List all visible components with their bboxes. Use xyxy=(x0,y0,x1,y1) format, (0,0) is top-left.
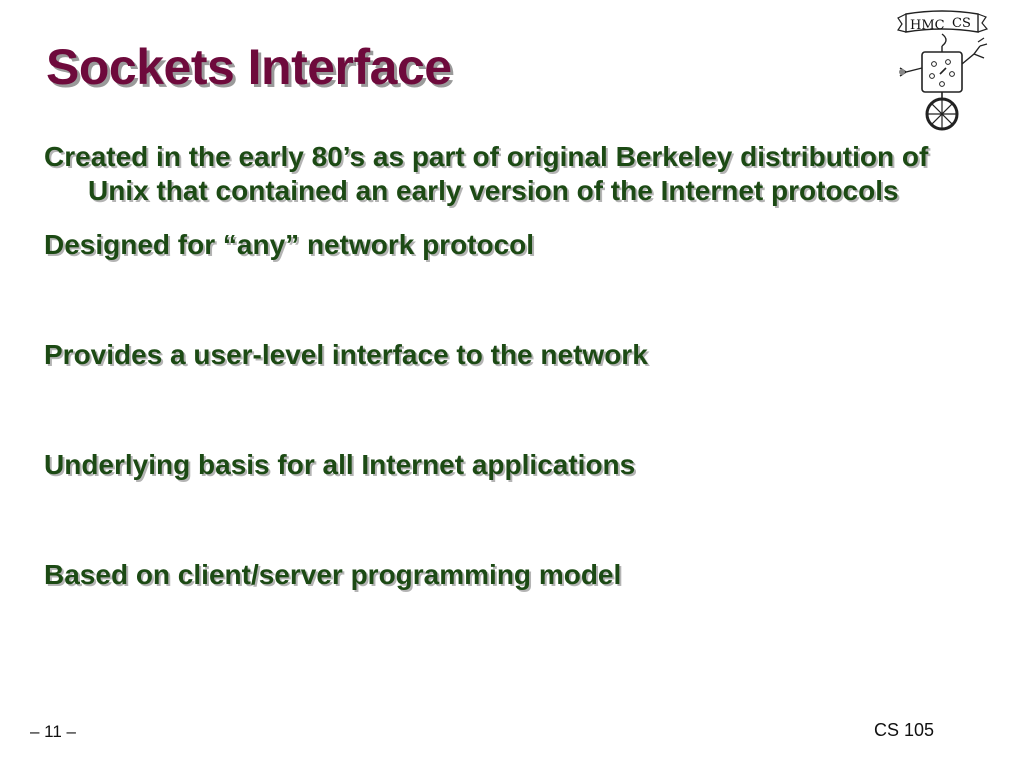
page-number: – 11 – xyxy=(30,722,77,741)
hmc-cs-robot-logo-icon: HMC CS xyxy=(897,10,989,131)
bullet-item: Created in the early 80’s as part of ori… xyxy=(44,141,929,206)
bullet-item: Underlying basis for all Internet applic… xyxy=(44,449,636,480)
bullet-item: Provides a user-level interface to the n… xyxy=(44,339,648,370)
logo-text-left: HMC xyxy=(910,18,945,33)
slide-title: Sockets Interface xyxy=(46,39,452,95)
bullet-item: Based on client/server programming model xyxy=(44,559,622,590)
bullet-item: Designed for “any” network protocol xyxy=(44,229,535,260)
bullet-list: Created in the early 80’s as part of ori… xyxy=(44,140,974,592)
logo-text-right: CS xyxy=(952,16,971,31)
course-label: CS 105 xyxy=(874,720,935,740)
